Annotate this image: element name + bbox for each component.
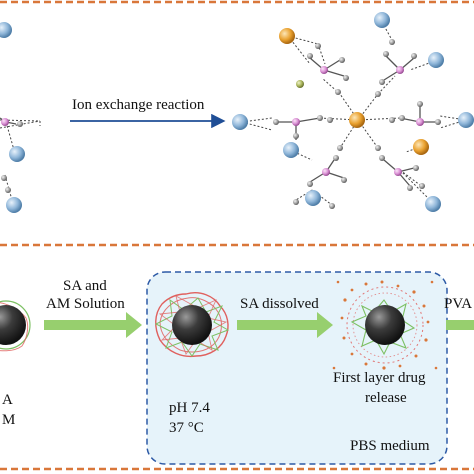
particle-released [332,280,438,370]
step1-label-line1: SA and [63,278,107,294]
green-arrow-2 [237,312,333,338]
ion-blue-sphere [0,22,12,38]
pink-atom [322,168,330,176]
gray-atom-cluster [273,39,441,209]
release-label-line1: First layer drug [333,370,426,386]
ion-blue-sphere [9,146,25,162]
pink-atom [394,168,402,176]
ion-orange-sphere [279,28,295,44]
pink-atom [1,118,9,126]
pbs-medium-label: PBS medium [350,438,430,454]
ion-blue-sphere [428,52,444,68]
release-label-line2: release [365,390,407,406]
step3-label: PVA [444,296,473,312]
pink-atom [416,118,424,126]
gray-atom [1,175,7,181]
step2-label: SA dissolved [240,296,319,312]
crosslinked-molecule [232,12,474,212]
gray-atom [17,121,23,127]
ion-blue-sphere [305,190,321,206]
particle-coated [154,292,230,358]
small-olive-ion [296,80,304,88]
ion-blue-sphere [283,142,299,158]
gray-atom [5,187,11,193]
ion-orange-sphere [349,112,365,128]
condition-ph: pH 7.4 [169,400,210,416]
pink-atom [320,66,328,74]
left-fragment-label-1: A [2,392,13,408]
green-arrow-1 [44,312,142,338]
ion-blue-sphere [232,114,248,130]
pink-atom [396,66,404,74]
ion-blue-sphere [6,197,22,213]
ion-orange-sphere [413,139,429,155]
condition-temp: 37 °C [169,420,204,436]
step1-label-line2: AM Solution [46,296,125,312]
left-molecule-fragment [0,22,41,213]
ion-blue-sphere [425,196,441,212]
pink-atom [292,118,300,126]
reaction-label: Ion exchange reaction [72,97,205,113]
ion-blue-sphere [374,12,390,28]
green-arrow-3 [446,320,474,330]
ion-blue-sphere [458,112,474,128]
particle-initial [0,300,31,352]
left-fragment-label-2: M [2,412,16,428]
